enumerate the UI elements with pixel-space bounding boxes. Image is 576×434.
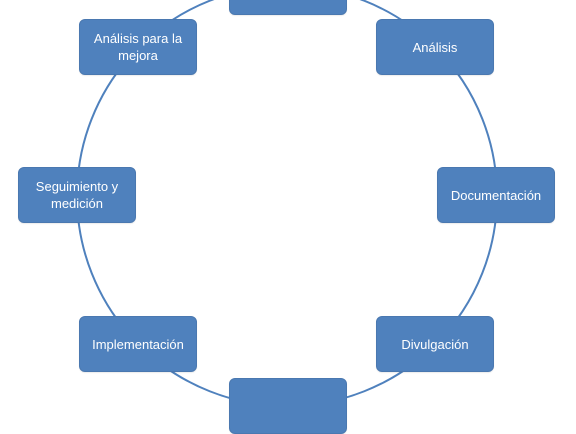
cycle-diagram: Análisis Documentación Divulgación Imple… xyxy=(18,0,555,434)
cycle-node-top xyxy=(229,0,347,15)
cycle-node-divulgacion: Divulgación xyxy=(376,316,494,372)
cycle-node-label: Implementación xyxy=(92,336,184,352)
cycle-node-bottom xyxy=(229,378,347,434)
cycle-node-analisis: Análisis xyxy=(376,19,494,75)
cycle-node-seguimiento-medicion: Seguimiento y medición xyxy=(18,167,136,223)
cycle-node-documentacion: Documentación xyxy=(437,167,555,223)
cycle-node-label: Seguimiento y medición xyxy=(35,179,119,211)
cycle-node-label: Documentación xyxy=(450,187,542,203)
cycle-node-analisis-para-la-mejora: Análisis para la mejora xyxy=(79,19,197,75)
cycle-node-implementacion: Implementación xyxy=(79,316,197,372)
cycle-node-label: Análisis xyxy=(412,39,458,55)
cycle-node-label: Análisis para la mejora xyxy=(93,31,183,63)
cycle-node-label: Divulgación xyxy=(401,336,469,352)
